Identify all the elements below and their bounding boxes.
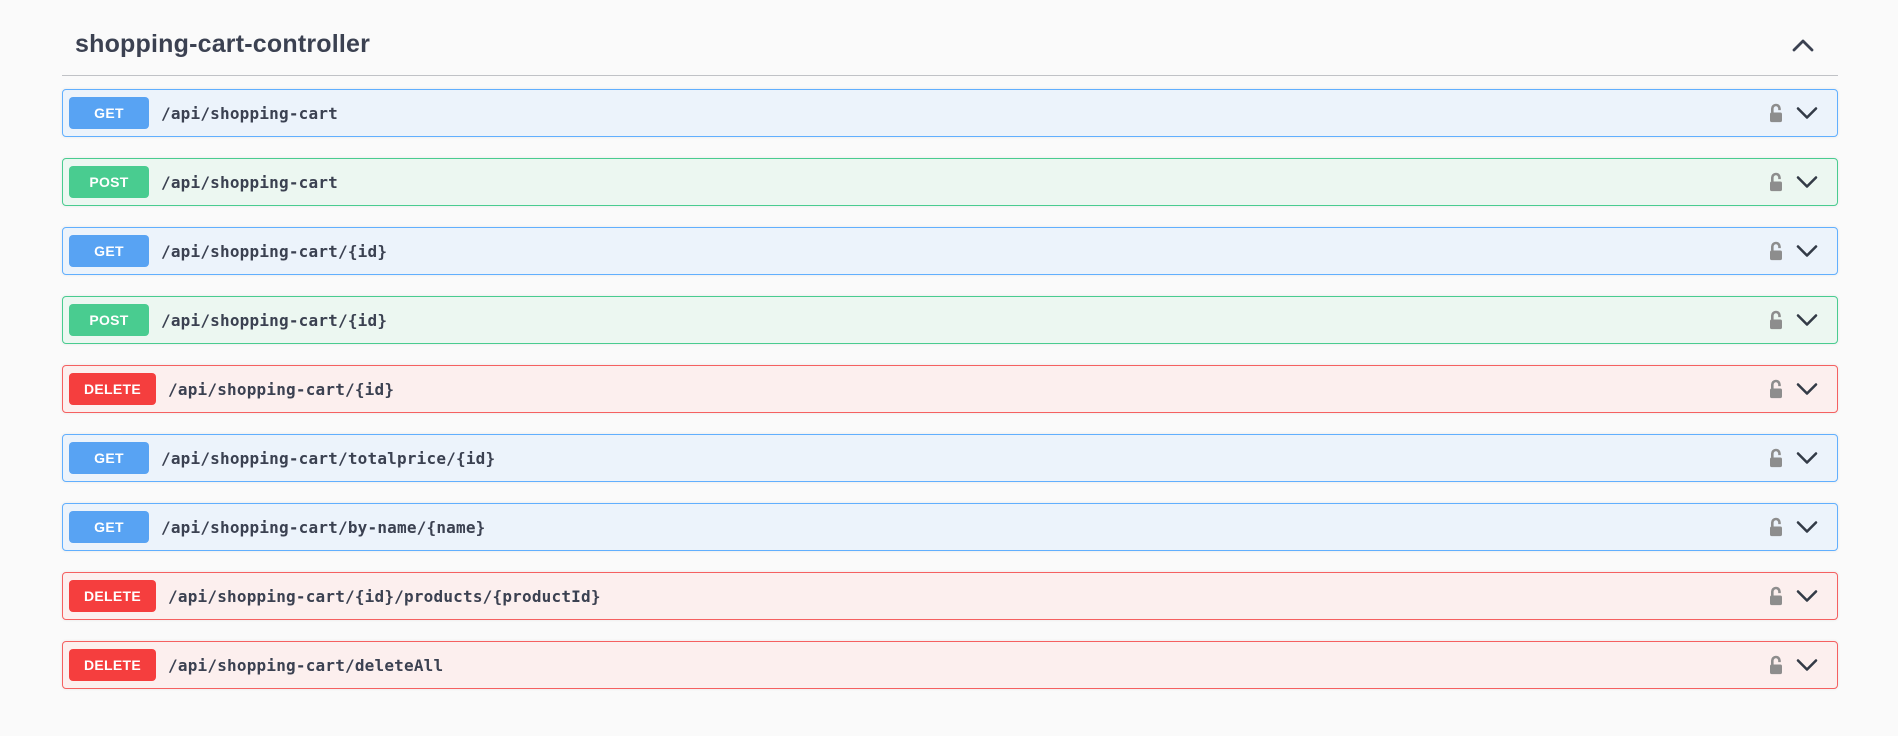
endpoint-path: /api/shopping-cart/{id} — [161, 241, 388, 261]
endpoint-row[interactable]: DELETE /api/shopping-cart/{id} — [62, 365, 1838, 413]
endpoint-row[interactable]: DELETE /api/shopping-cart/{id}/products/… — [62, 572, 1838, 620]
auth-lock-button[interactable] — [1767, 103, 1785, 124]
chevron-down-icon — [1796, 176, 1818, 188]
chevron-up-icon — [1792, 39, 1814, 51]
expand-operation-button[interactable] — [1796, 382, 1818, 396]
auth-lock-button[interactable] — [1767, 172, 1785, 193]
endpoint-path: /api/shopping-cart/{id} — [168, 379, 395, 399]
expand-operation-button[interactable] — [1796, 106, 1818, 120]
section-title: shopping-cart-controller — [75, 30, 371, 58]
chevron-down-icon — [1796, 245, 1818, 257]
expand-operation-button[interactable] — [1796, 520, 1818, 534]
endpoint-path: /api/shopping-cart/{id}/products/{produc… — [168, 586, 601, 606]
chevron-down-icon — [1796, 659, 1818, 671]
unlock-icon — [1770, 448, 1782, 467]
chevron-down-icon — [1796, 314, 1818, 326]
endpoint-path: /api/shopping-cart/by-name/{name} — [161, 517, 486, 537]
controller-section: shopping-cart-controller GET /api/shoppi… — [62, 0, 1838, 689]
unlock-icon — [1770, 379, 1782, 398]
endpoint-row[interactable]: GET /api/shopping-cart — [62, 89, 1838, 137]
unlock-icon — [1770, 586, 1782, 605]
endpoint-path: /api/shopping-cart/deleteAll — [168, 655, 444, 675]
endpoint-list: GET /api/shopping-cart POST /api/shoppin… — [62, 89, 1838, 689]
expand-operation-button[interactable] — [1796, 658, 1818, 672]
chevron-down-icon — [1796, 590, 1818, 602]
endpoint-row[interactable]: GET /api/shopping-cart/{id} — [62, 227, 1838, 275]
method-badge: GET — [69, 442, 149, 474]
endpoint-row[interactable]: DELETE /api/shopping-cart/deleteAll — [62, 641, 1838, 689]
method-badge: GET — [69, 235, 149, 267]
expand-operation-button[interactable] — [1796, 175, 1818, 189]
expand-operation-button[interactable] — [1796, 451, 1818, 465]
expand-operation-button[interactable] — [1796, 589, 1818, 603]
chevron-down-icon — [1796, 521, 1818, 533]
method-badge: DELETE — [69, 649, 157, 681]
endpoint-path: /api/shopping-cart/totalprice/{id} — [161, 448, 496, 468]
method-badge: GET — [69, 511, 149, 543]
method-badge: GET — [69, 97, 149, 129]
unlock-icon — [1770, 103, 1782, 122]
auth-lock-button[interactable] — [1767, 379, 1785, 400]
section-header[interactable]: shopping-cart-controller — [62, 0, 1838, 76]
auth-lock-button[interactable] — [1767, 586, 1785, 607]
method-badge: POST — [69, 304, 149, 336]
endpoint-path: /api/shopping-cart — [161, 103, 338, 123]
unlock-icon — [1770, 241, 1782, 260]
method-badge: DELETE — [69, 580, 157, 612]
endpoint-row[interactable]: POST /api/shopping-cart/{id} — [62, 296, 1838, 344]
chevron-down-icon — [1796, 452, 1818, 464]
endpoint-row[interactable]: GET /api/shopping-cart/by-name/{name} — [62, 503, 1838, 551]
auth-lock-button[interactable] — [1767, 448, 1785, 469]
method-badge: DELETE — [69, 373, 157, 405]
auth-lock-button[interactable] — [1767, 310, 1785, 331]
auth-lock-button[interactable] — [1767, 241, 1785, 262]
endpoint-row[interactable]: POST /api/shopping-cart — [62, 158, 1838, 206]
endpoint-row[interactable]: GET /api/shopping-cart/totalprice/{id} — [62, 434, 1838, 482]
method-badge: POST — [69, 166, 149, 198]
unlock-icon — [1770, 517, 1782, 536]
expand-operation-button[interactable] — [1796, 244, 1818, 258]
expand-operation-button[interactable] — [1796, 313, 1818, 327]
chevron-down-icon — [1796, 383, 1818, 395]
chevron-down-icon — [1796, 107, 1818, 119]
endpoint-path: /api/shopping-cart — [161, 172, 338, 192]
unlock-icon — [1770, 310, 1782, 329]
unlock-icon — [1770, 655, 1782, 674]
endpoint-path: /api/shopping-cart/{id} — [161, 310, 388, 330]
unlock-icon — [1770, 172, 1782, 191]
collapse-section-button[interactable] — [1792, 38, 1814, 52]
auth-lock-button[interactable] — [1767, 517, 1785, 538]
auth-lock-button[interactable] — [1767, 655, 1785, 676]
